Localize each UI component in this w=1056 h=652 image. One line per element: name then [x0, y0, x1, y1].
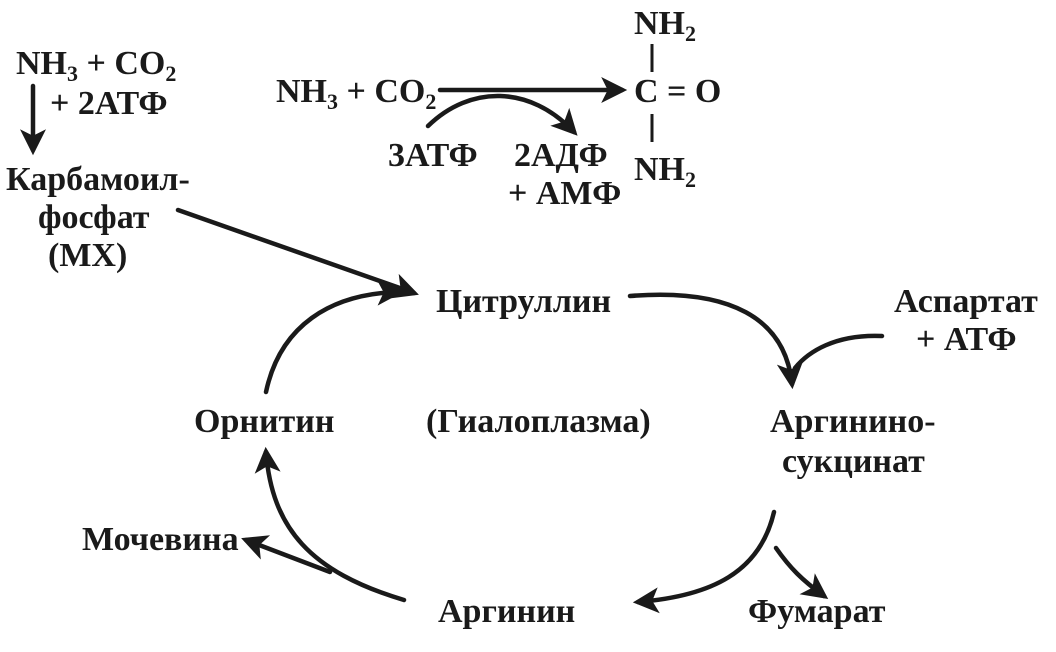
adp-label: 2АДФ [514, 137, 608, 174]
amp-label: + АМФ [508, 175, 621, 212]
fumarate-release-arrow [773, 545, 829, 600]
compartment-label: (Гиалоплазма) [426, 403, 651, 440]
left-atp-label: + 2АТФ [50, 85, 168, 122]
aspartate-entry-arrow [792, 333, 885, 371]
carbamoyl-to-citrulline-arrow [175, 207, 419, 299]
argininosuccinate-line2: сукцинат [782, 443, 925, 480]
top-reactants-formula: NH3 + CO2 [276, 73, 436, 114]
aspartate-line2: + АТФ [916, 321, 1017, 358]
citrulline-label: Цитруллин [436, 283, 611, 320]
urea-top-amine: NH2 [634, 5, 696, 46]
argininosuccinate-line1: Аргинино- [770, 403, 936, 440]
argininosuccinate-to-arginine-arrow [632, 509, 777, 614]
fumarate-label: Фумарат [748, 593, 886, 630]
top-atp-label: 3АТФ [388, 137, 478, 174]
urea-label: Мочевина [82, 521, 239, 558]
urea-bottom-amine: NH2 [634, 151, 696, 192]
aspartate-line1: Аспартат [894, 283, 1038, 320]
carbamoyl-phosphate-line1: Карбамоил- [6, 161, 190, 198]
citrulline-to-argininosuccinate-arrow [627, 292, 803, 390]
urea-release-arrow [241, 535, 333, 575]
carbamoyl-phosphate-line3: (МХ) [48, 237, 127, 274]
left-reactants-formula: NH3 + CO2 [16, 45, 176, 86]
atp-consumption-arrow [425, 93, 578, 136]
ornithine-to-citrulline-arrow [263, 279, 404, 395]
carbamoyl-phosphate-line2: фосфат [38, 199, 150, 236]
arginine-label: Аргинин [438, 593, 575, 630]
ornithine-label: Орнитин [194, 403, 334, 440]
urea-carbonyl: C = O [634, 73, 721, 110]
arginine-to-ornithine-arrow [254, 446, 407, 603]
